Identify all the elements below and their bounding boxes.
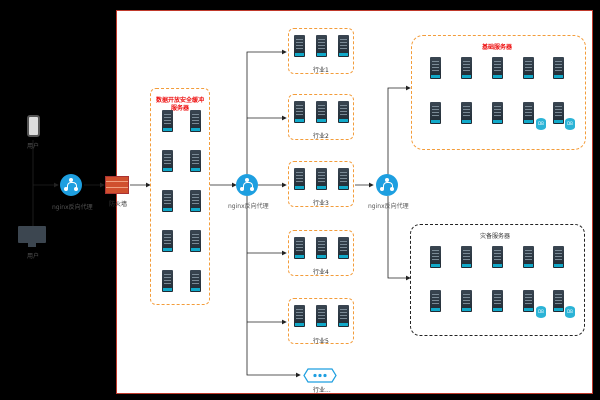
desktop-stand — [28, 243, 36, 247]
industry3-label: 行业3 — [313, 200, 329, 207]
server-icon — [553, 246, 564, 268]
server-icon — [430, 102, 441, 124]
server-icon — [338, 35, 349, 57]
server-icon — [316, 237, 327, 259]
server-icon — [338, 168, 349, 190]
server-icon — [461, 102, 472, 124]
server-icon — [553, 102, 564, 124]
phone-icon — [27, 115, 40, 137]
server-icon — [492, 290, 503, 312]
dmz-server-group — [150, 88, 210, 305]
server-icon — [190, 190, 201, 212]
database-icon: DB — [565, 306, 575, 318]
nginx-left-icon — [60, 174, 82, 196]
server-icon — [553, 290, 564, 312]
server-icon — [294, 35, 305, 57]
industry-more-label: 行业... — [313, 387, 331, 394]
firewall-label: 防火墙 — [109, 201, 128, 208]
phone-user-label: 用户 — [27, 143, 40, 150]
nginx-left-label: nginx反向代理 — [52, 204, 93, 211]
industry4-label: 行业4 — [313, 269, 329, 276]
server-icon — [430, 57, 441, 79]
server-icon — [162, 190, 173, 212]
server-icon — [190, 150, 201, 172]
server-icon — [553, 57, 564, 79]
desktop-icon — [18, 226, 46, 243]
nginx-mid-icon — [236, 174, 258, 196]
nginx-right-icon — [376, 174, 398, 196]
server-icon — [461, 246, 472, 268]
industry1-label: 行业1 — [313, 67, 329, 74]
server-icon — [492, 102, 503, 124]
dr-server-group — [410, 224, 585, 336]
server-icon — [294, 237, 305, 259]
server-icon — [461, 57, 472, 79]
dmz-group-title: 数据开放安全缓冲服务器 — [155, 97, 204, 112]
database-icon: DB — [536, 118, 546, 130]
server-icon — [190, 270, 201, 292]
server-icon — [316, 305, 327, 327]
server-icon — [430, 290, 441, 312]
base-server-group — [411, 35, 586, 150]
server-icon — [294, 168, 305, 190]
server-icon — [338, 305, 349, 327]
server-icon — [523, 57, 534, 79]
server-icon — [162, 270, 173, 292]
server-icon — [523, 290, 534, 312]
industry2-group — [288, 94, 354, 140]
industry3-group — [288, 161, 354, 207]
server-icon — [162, 110, 173, 132]
server-icon — [294, 101, 305, 123]
server-icon — [338, 237, 349, 259]
server-icon — [316, 101, 327, 123]
industry1-group — [288, 28, 354, 74]
server-icon — [523, 102, 534, 124]
nginx-right-label: nginx反向代理 — [368, 203, 409, 210]
server-icon — [190, 230, 201, 252]
database-icon: DB — [565, 118, 575, 130]
server-icon — [338, 101, 349, 123]
server-icon — [492, 246, 503, 268]
pc-user-label: 用户 — [27, 253, 40, 260]
server-icon — [162, 150, 173, 172]
dr-servers-title: 灾备服务器 — [480, 233, 511, 240]
server-icon — [430, 246, 441, 268]
industry2-label: 行业2 — [313, 133, 329, 140]
server-icon — [190, 110, 201, 132]
more-industries-icon — [303, 368, 337, 383]
server-icon — [523, 246, 534, 268]
server-icon — [294, 305, 305, 327]
server-icon — [162, 230, 173, 252]
server-icon — [461, 290, 472, 312]
server-icon — [316, 35, 327, 57]
firewall-icon — [105, 176, 129, 194]
nginx-mid-label: nginx反向代理 — [228, 203, 269, 210]
industry5-group — [288, 298, 354, 344]
industry4-group — [288, 230, 354, 276]
server-icon — [492, 57, 503, 79]
industry5-label: 行业5 — [313, 338, 329, 345]
base-servers-title: 基础服务器 — [482, 44, 513, 51]
server-icon — [316, 168, 327, 190]
database-icon: DB — [536, 306, 546, 318]
